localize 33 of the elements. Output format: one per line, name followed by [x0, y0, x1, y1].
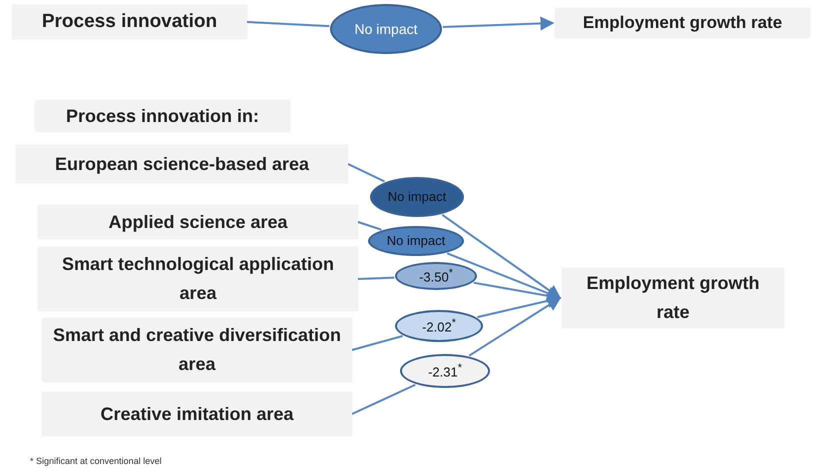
result-ellipse: [395, 262, 477, 290]
node-text: Process innovation: [42, 10, 218, 34]
result-text: -2.02$^{*}$: [422, 318, 456, 334]
connector-arrow: [442, 214, 562, 299]
connector-arrow: [468, 297, 562, 357]
label-box: [16, 145, 348, 183]
node-text: Employment growth rate: [582, 12, 782, 34]
label-box: [38, 247, 358, 311]
node-text: Smart technological application area: [60, 253, 336, 305]
label-box: [562, 268, 784, 328]
label-box: [42, 392, 352, 436]
connector-arrow: [446, 252, 562, 300]
node-text: Employment growth rate: [585, 272, 760, 324]
node-text: Creative imitation area: [100, 402, 294, 426]
node-text: Applied science area: [108, 210, 288, 234]
result-text: -2.31$^{*}$: [428, 363, 462, 379]
result-ellipse: [395, 310, 483, 342]
node-text: European science-based area: [54, 152, 310, 176]
node-text: Smart and creative diversification area: [52, 324, 342, 376]
connector-arrow: [473, 282, 562, 303]
connector-arrow: [442, 16, 554, 30]
label-box: [12, 5, 247, 39]
connector-arrow: [477, 294, 562, 318]
result-text: -3.50$^{*}$: [419, 268, 453, 284]
label-box: [38, 205, 358, 239]
label-box: [555, 8, 810, 38]
node-text: Process innovation in:: [66, 104, 260, 128]
result-text: No impact: [388, 190, 446, 204]
result-text: No impact: [354, 22, 418, 36]
label-box: [42, 318, 352, 382]
footnote: * Significant at conventional level: [30, 456, 162, 466]
result-text: No impact: [386, 234, 446, 248]
result-ellipse: [368, 226, 464, 256]
